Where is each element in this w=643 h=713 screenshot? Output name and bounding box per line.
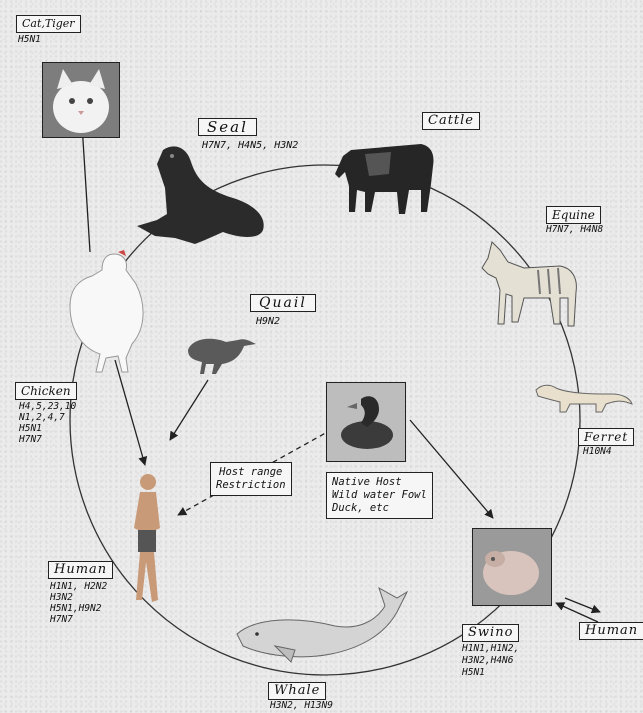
swine-subtype-2: H3N2,H4N6 bbox=[462, 655, 513, 666]
native-host-line-2: Wild water Fowl bbox=[332, 489, 427, 502]
swine-subtype-1: H1N1,H1N2, bbox=[462, 643, 519, 654]
swine-label: Swino bbox=[462, 624, 519, 642]
arrow-quail-to-human bbox=[170, 380, 208, 440]
whale-image bbox=[235, 582, 410, 667]
quail-subtypes: H9N2 bbox=[256, 316, 280, 327]
chicken-subtype-3: H5N1 bbox=[19, 423, 42, 434]
human-figure-image bbox=[128, 472, 168, 607]
equine-subtypes: H7N7, H4N8 bbox=[546, 224, 603, 235]
chicken-label: Chicken bbox=[15, 382, 77, 400]
native-host-line-3: Duck, etc bbox=[332, 502, 427, 515]
cat-tiger-subtypes: H5N1 bbox=[18, 34, 41, 45]
host-range-line-2: Restriction bbox=[216, 479, 286, 492]
arrow-chicken-to-human bbox=[115, 360, 145, 465]
cattle-label: Cattle bbox=[422, 112, 480, 130]
seal-image bbox=[135, 140, 270, 250]
human-subtype-1: H1N1, H2N2 bbox=[50, 581, 107, 592]
duck-photo bbox=[326, 382, 406, 462]
seal-label: Seal bbox=[198, 118, 257, 136]
chicken-subtype-1: H4,5,23,10 bbox=[19, 401, 76, 412]
swine-subtype-3: H5N1 bbox=[462, 667, 485, 678]
human-subtype-4: H7N7 bbox=[50, 614, 73, 625]
human-left-label: Human bbox=[48, 561, 113, 579]
human-right-label: Human bbox=[579, 622, 643, 640]
native-host-line-1: Native Host bbox=[332, 476, 427, 489]
equine-label: Equine bbox=[546, 206, 601, 224]
whale-label: Whale bbox=[268, 682, 326, 700]
host-range-note: Host range Restriction bbox=[210, 462, 292, 496]
equine-image bbox=[478, 238, 588, 330]
cattle-image bbox=[335, 136, 445, 216]
cat-tiger-label: Cat,Tiger bbox=[16, 15, 81, 33]
chicken-subtype-4: H7N7 bbox=[19, 434, 42, 445]
chicken-subtype-2: N1,2,4,7 bbox=[19, 412, 65, 423]
native-host-note: Native Host Wild water Fowl Duck, etc bbox=[326, 472, 433, 519]
human-subtype-3: H5N1,H9N2 bbox=[50, 603, 101, 614]
swine-photo bbox=[472, 528, 552, 606]
human-subtype-2: H3N2 bbox=[50, 592, 73, 603]
quail-label: Quail bbox=[250, 294, 316, 312]
quail-image bbox=[182, 330, 260, 378]
ferret-image bbox=[534, 378, 634, 416]
ferret-label: Ferret bbox=[578, 428, 634, 446]
arrow-human-to-swine bbox=[556, 603, 598, 622]
host-range-line-1: Host range bbox=[216, 466, 286, 479]
ferret-subtypes: H10N4 bbox=[583, 446, 612, 457]
chicken-image bbox=[62, 250, 152, 375]
whale-subtypes: H3N2, H13N9 bbox=[270, 700, 333, 711]
cat-photo bbox=[42, 62, 120, 138]
arrow-chicken-to-cat bbox=[82, 124, 90, 252]
